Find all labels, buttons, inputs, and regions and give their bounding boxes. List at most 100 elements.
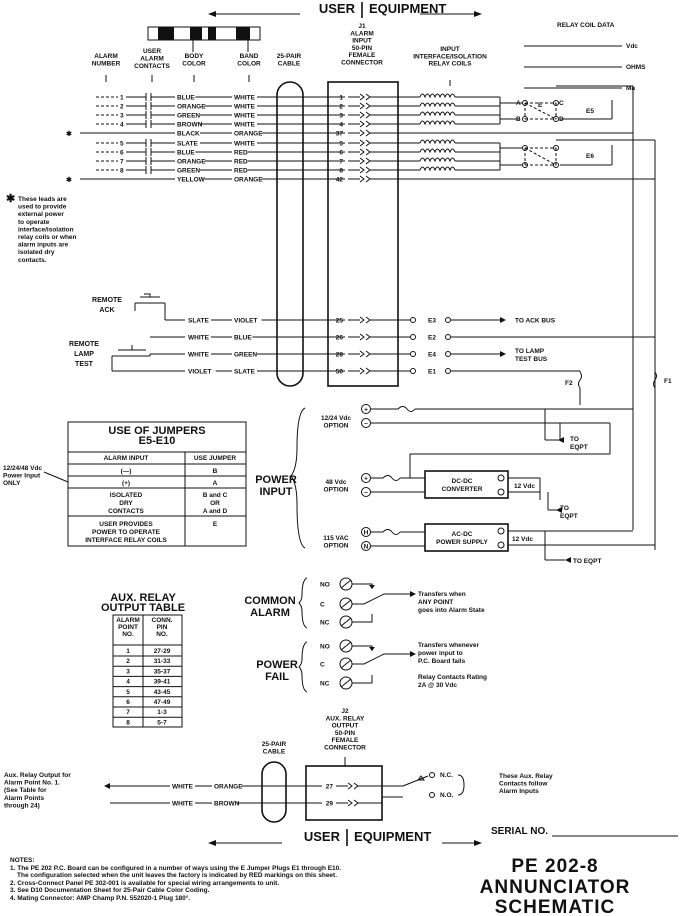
aux-table-point: 3 [126, 668, 130, 675]
jumper-e5-label: E5 [586, 108, 594, 115]
note-3: 3. See D10 Documentation Sheet for 25-Pa… [10, 887, 210, 895]
j1-pin-number: 3 [339, 113, 343, 120]
relay-coil-ohms: OHMS [626, 64, 646, 71]
j1-pin-number: 42 [336, 177, 344, 184]
aux-table-pins: 43-45 [154, 689, 171, 696]
jumper-table-jumper: E [213, 521, 218, 528]
body-color-label: YELLOW [177, 177, 206, 184]
jumper-label: E3 [428, 318, 436, 325]
relay-coil-icon [419, 111, 456, 117]
remote-wire-color-b: VIOLET [234, 318, 258, 325]
j1-pin-number: 6 [339, 150, 343, 157]
aux-table-point: 4 [126, 679, 130, 686]
jumper-e5-c: C [559, 100, 564, 107]
relay-coil-group [370, 93, 655, 180]
aux-table-point: 6 [126, 699, 130, 706]
alarm-number: 1 [120, 95, 124, 102]
aux-table-point: 2 [126, 658, 130, 665]
aux-table-row: 6 47-49 [113, 699, 182, 708]
user-label: USER [319, 1, 356, 16]
alarm-number: 5 [120, 141, 124, 148]
j1-pin-number: 28 [336, 352, 344, 359]
cable-25-pair-bottom [261, 761, 287, 823]
relay-coil-vdc: Vdc [626, 43, 638, 50]
relay-coil-icon [419, 120, 456, 126]
band-color-label: RED [234, 159, 248, 166]
jumper-table-col1: ALARM INPUT [104, 455, 149, 462]
alarm-number: 7 [120, 159, 124, 166]
j2-connector-box [305, 765, 383, 821]
aux-table-pins: 47-49 [154, 699, 171, 706]
jumper-table-jumper: B [213, 468, 218, 475]
band-color-label: WHITE [234, 95, 256, 102]
j2-no-label: N.O. [440, 792, 454, 799]
body-color-label: BROWN [177, 122, 203, 129]
j2-pin-number: 29 [326, 801, 334, 808]
alarm-number: 3 [120, 113, 124, 120]
jumper-e5-a: A [516, 100, 521, 107]
j1-pin-number: 25 [336, 318, 344, 325]
user-label-bottom: USER [304, 829, 341, 844]
term-plus-1: + [364, 407, 368, 414]
body-color-label: SLATE [177, 141, 198, 148]
body-color-label: GREEN [177, 113, 200, 120]
band-color-label: WHITE [234, 104, 256, 111]
jumper-table-row: (+)A [122, 480, 218, 487]
band-color-label: ORANGE [234, 177, 263, 184]
aux-table-pins: 35-37 [154, 668, 171, 675]
alarm-row: ✱ YELLOW ORANGE 42 [66, 175, 420, 184]
remote-fuses: F2 F1 [565, 371, 672, 405]
jumper-label: E4 [428, 352, 436, 359]
to-eqpt-3: TO EQPT [573, 558, 601, 565]
aux-table-pins: 39-41 [154, 679, 171, 686]
ac-dc-power-supply-box [424, 523, 509, 552]
equipment-label-bottom: EQUIPMENT [354, 829, 431, 844]
title-line1: PE 202-8 [511, 856, 598, 877]
j2-wire-color-b: ORANGE [214, 784, 243, 791]
aux-table-pins: 5-7 [157, 719, 167, 726]
star-marker: ✱ [66, 176, 72, 184]
j1-pin-number: 26 [336, 335, 344, 342]
fuse-f1-icon [653, 371, 657, 389]
terminal-label: NO [320, 644, 330, 651]
note-2: 2. Cross-Connect Panel PE 302-001 is ava… [10, 879, 280, 887]
jumper-table-row: (—)B [121, 468, 218, 475]
alarm-number: 2 [120, 104, 124, 111]
body-color-label: ORANGE [177, 104, 206, 111]
terminal-label: C [320, 662, 325, 669]
